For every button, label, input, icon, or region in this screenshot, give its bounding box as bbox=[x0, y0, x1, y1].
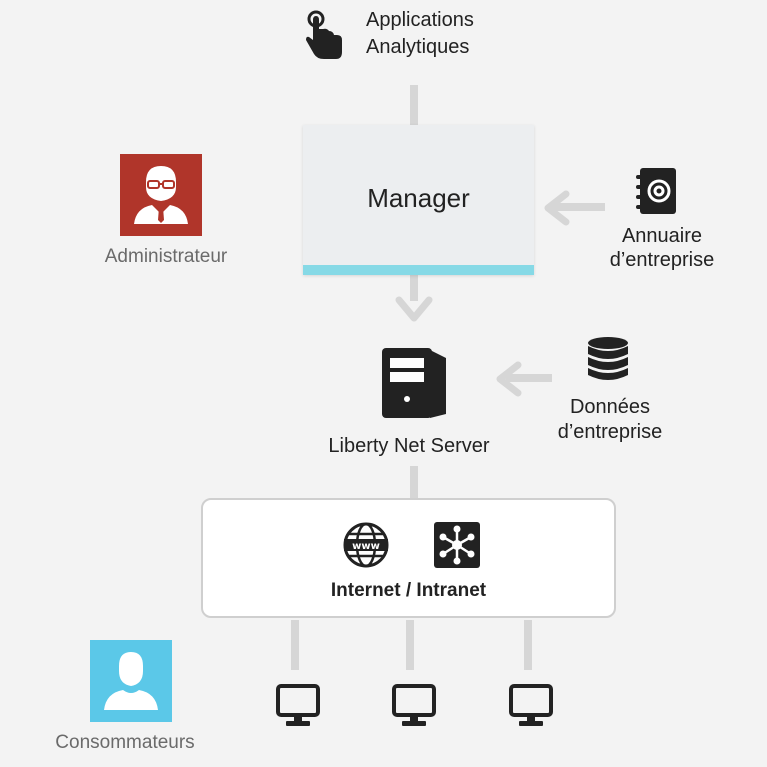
connector-data-server bbox=[506, 374, 552, 382]
manager-title: Manager bbox=[367, 183, 470, 213]
connector-network-client-2 bbox=[406, 620, 414, 670]
network-hub-icon bbox=[434, 522, 480, 568]
monitor-icon bbox=[509, 684, 553, 726]
manager-node[interactable]: Manager bbox=[303, 125, 534, 275]
www-globe-icon: www bbox=[343, 522, 389, 568]
directory-label-line1: Annuaire bbox=[621, 225, 703, 247]
manager-accent-bar bbox=[303, 265, 534, 275]
connector-network-client-1 bbox=[291, 620, 299, 670]
database-icon bbox=[588, 337, 628, 380]
address-book-icon bbox=[636, 168, 676, 214]
network-node[interactable]: www Internet / Intranet bbox=[201, 498, 616, 618]
arrow-left-to-server bbox=[496, 361, 522, 397]
server-label: Liberty Net Server bbox=[328, 435, 490, 457]
directory-label-line2: d’entreprise bbox=[609, 249, 715, 271]
monitor-icon bbox=[276, 684, 320, 726]
server-tower-icon bbox=[382, 348, 446, 418]
admin-label: Administrateur bbox=[104, 246, 228, 267]
connector-directory-manager bbox=[553, 203, 605, 211]
data-label-line2: d’entreprise bbox=[557, 421, 663, 443]
user-icon bbox=[104, 652, 158, 710]
network-label: Internet / Intranet bbox=[330, 580, 487, 601]
connector-apps-manager bbox=[410, 85, 418, 125]
consumers-label: Consommateurs bbox=[55, 732, 195, 753]
arrow-down-to-server bbox=[395, 296, 433, 322]
svg-text:www: www bbox=[352, 541, 380, 552]
apps-label-line2: Analytiques bbox=[366, 36, 470, 58]
connector-manager-server bbox=[410, 275, 418, 301]
data-label-line1: Données bbox=[569, 396, 651, 418]
monitor-icon bbox=[392, 684, 436, 726]
hand-pointer-icon bbox=[306, 10, 342, 59]
apps-label-line1: Applications bbox=[366, 9, 474, 31]
admin-tile bbox=[120, 154, 202, 236]
consumers-tile bbox=[90, 640, 172, 722]
admin-user-icon bbox=[134, 166, 188, 224]
arrow-left-to-manager bbox=[544, 190, 570, 226]
connector-server-network bbox=[410, 466, 418, 498]
connector-network-client-3 bbox=[524, 620, 532, 670]
